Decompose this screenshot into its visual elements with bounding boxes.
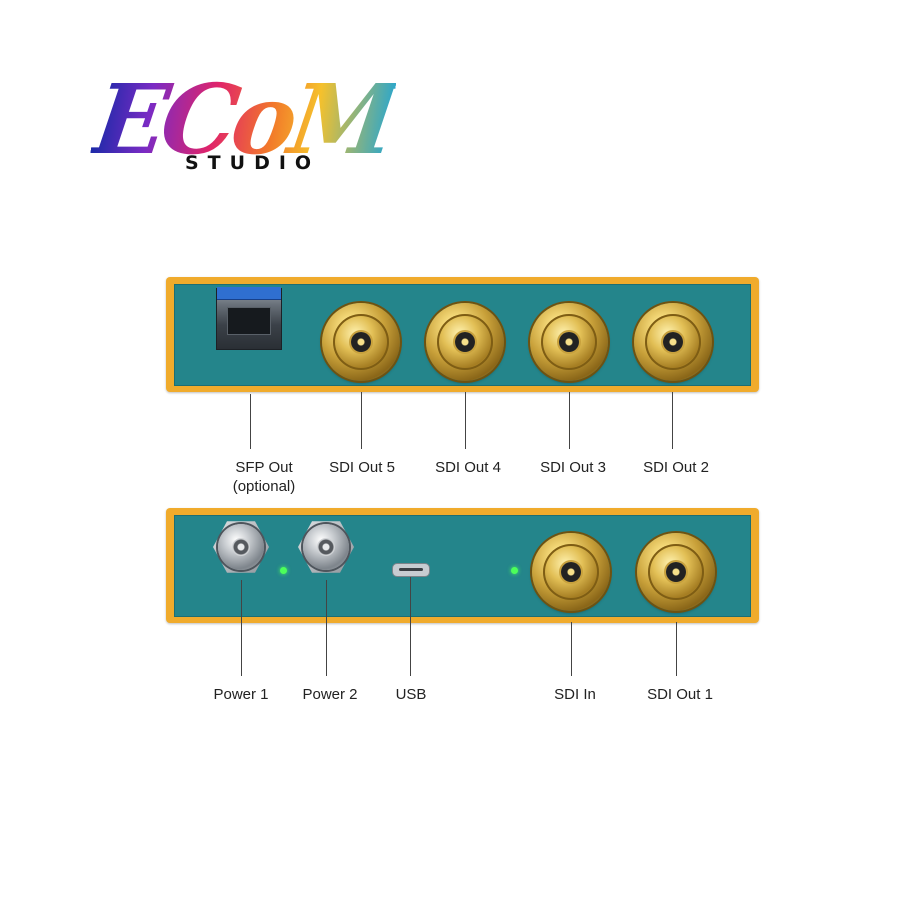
sdi-out-1-leader-line xyxy=(676,622,677,676)
power-1-label: Power 1 xyxy=(213,686,269,703)
sfp-out-label: SFP Out (optional) xyxy=(194,458,334,496)
sfp-out-title: SFP Out xyxy=(235,459,293,476)
brand-logo: ECoM STUDIO xyxy=(87,63,399,180)
sdi-out-1-connector-icon xyxy=(637,533,715,611)
sfp-out-note: (optional) xyxy=(232,478,296,495)
sdi-out-1-label: SDI Out 1 xyxy=(647,686,713,703)
sdi-out-3-connector-icon xyxy=(530,303,608,381)
logo-subtitle: STUDIO xyxy=(185,152,321,174)
sdi-out-4-label: SDI Out 4 xyxy=(435,459,501,476)
power-1-leader-line xyxy=(241,580,242,676)
sdi-in-leader-line xyxy=(571,622,572,676)
sdi-out-4-connector-icon xyxy=(426,303,504,381)
sfp-leader-line xyxy=(250,394,251,449)
usb-leader-line xyxy=(410,577,411,676)
sdi-out-3-leader-line xyxy=(569,392,570,449)
usb-label: USB xyxy=(395,686,427,703)
sdi-in-label: SDI In xyxy=(554,686,596,703)
power-led-icon xyxy=(280,567,287,574)
sdi-out-2-label: SDI Out 2 xyxy=(643,459,709,476)
sfp-latch xyxy=(217,287,281,300)
sfp-port-icon xyxy=(216,287,282,350)
sdi-out-4-leader-line xyxy=(465,392,466,449)
power-2-label: Power 2 xyxy=(302,686,358,703)
sdi-out-3-label: SDI Out 3 xyxy=(540,459,606,476)
power-2-leader-line xyxy=(326,580,327,676)
sdi-out-5-leader-line xyxy=(361,392,362,449)
power-1-connector-icon xyxy=(218,524,264,570)
signal-led-icon xyxy=(511,567,518,574)
sfp-slot xyxy=(227,307,271,335)
sdi-out-2-connector-icon xyxy=(634,303,712,381)
usb-port-icon xyxy=(392,563,430,577)
sdi-out-2-leader-line xyxy=(672,392,673,449)
sdi-out-5-label: SDI Out 5 xyxy=(329,459,395,476)
sdi-in-connector-icon xyxy=(532,533,610,611)
power-2-connector-icon xyxy=(303,524,349,570)
sdi-out-5-connector-icon xyxy=(322,303,400,381)
